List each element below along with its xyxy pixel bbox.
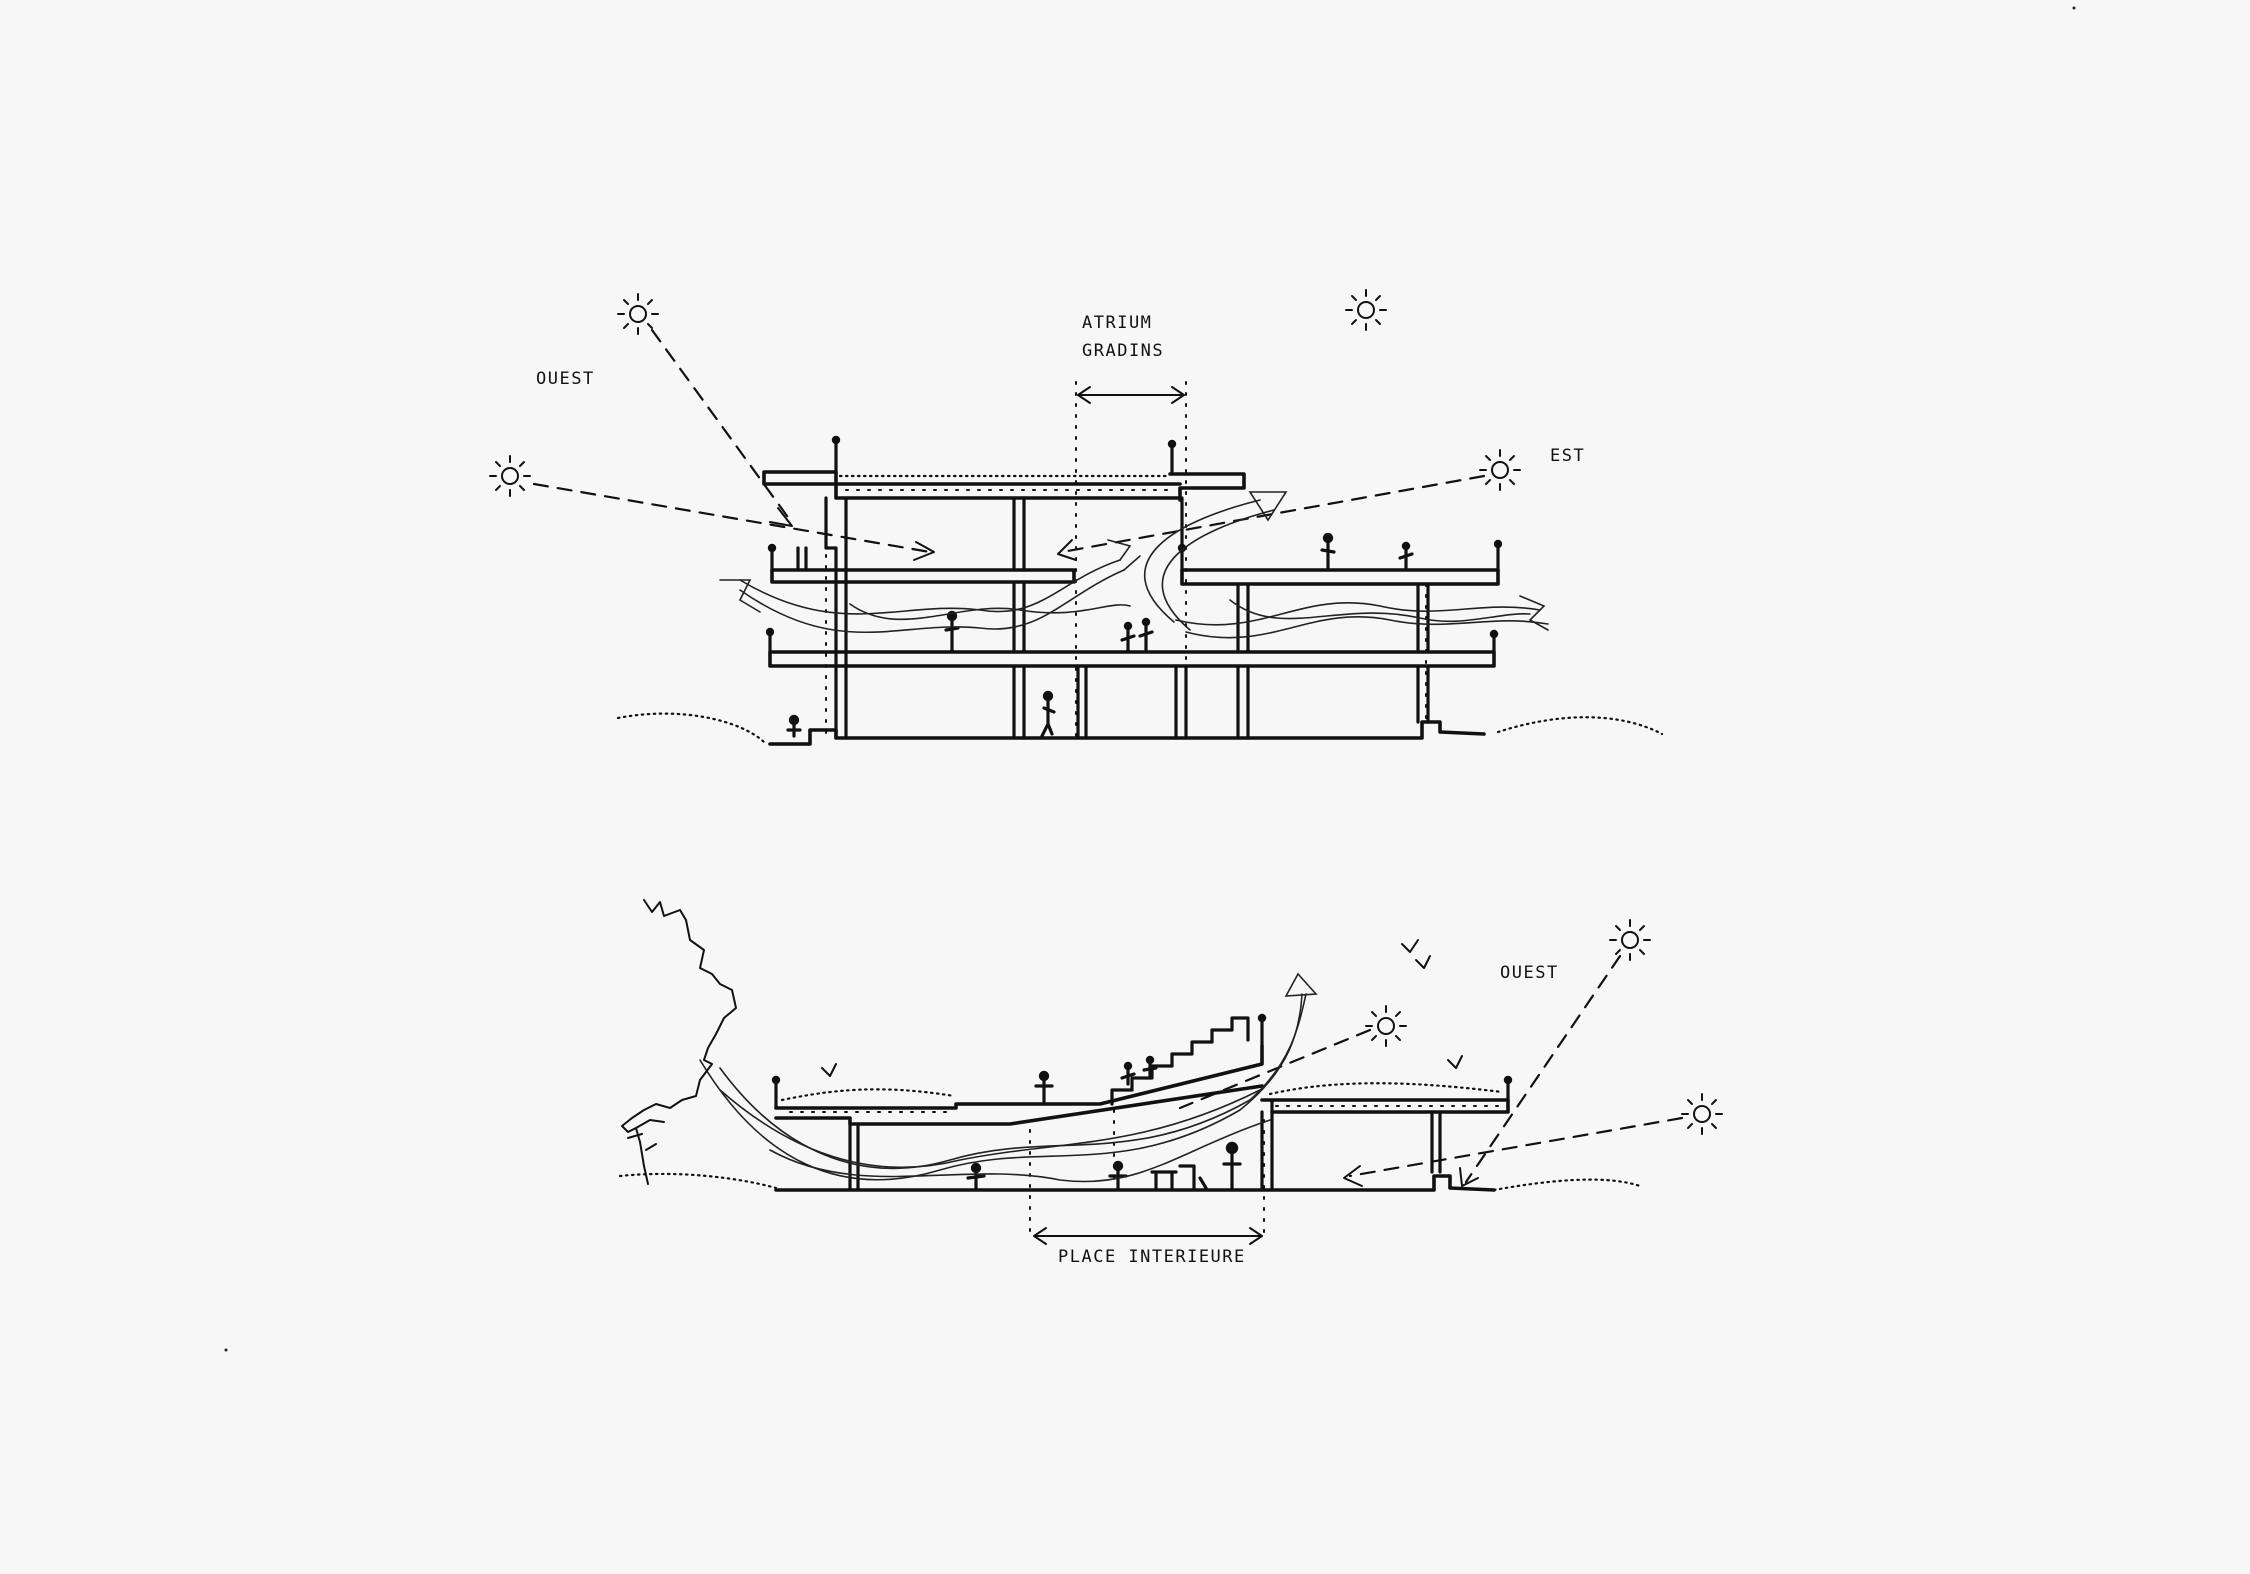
person-figure <box>1320 532 1336 570</box>
building-lower <box>771 1013 1513 1192</box>
arrow-head <box>913 541 935 561</box>
sun-icon <box>1681 1093 1723 1135</box>
bird-icon <box>1447 1055 1463 1069</box>
person-figure <box>1398 541 1414 570</box>
tree-branch <box>627 1119 665 1151</box>
sun-icon <box>1479 449 1521 491</box>
sun-icon <box>1609 919 1651 961</box>
grass-hill <box>1496 716 1664 736</box>
arrow-head <box>1459 1167 1479 1187</box>
sun-icon <box>1345 289 1387 331</box>
building-upper <box>762 435 1503 746</box>
sunray-line <box>650 328 792 522</box>
label-ouest-lower: OUEST <box>1500 963 1559 983</box>
bird-icon <box>1401 939 1419 953</box>
atrium-dimension <box>1075 381 1187 741</box>
bird-icon <box>821 1063 837 1077</box>
speck <box>2072 6 2076 10</box>
bird-icon <box>1415 955 1431 969</box>
person-figure <box>944 610 960 652</box>
label-est: EST <box>1550 446 1585 466</box>
sunray-line <box>532 482 932 554</box>
person-figure <box>1120 621 1136 652</box>
airflow-lines <box>699 972 1318 1183</box>
person-figure <box>1222 1141 1242 1190</box>
table-icon <box>1150 1164 1208 1190</box>
sun-icon <box>617 293 659 335</box>
person-figure <box>1034 1070 1054 1104</box>
person-figure <box>1138 617 1154 652</box>
lower-section: OUEST PLACE INTERIEURE <box>618 899 1723 1267</box>
label-atrium: ATRIUM <box>1082 313 1152 333</box>
upper-section: OUEST EST ATRIUM GRADINS <box>489 289 1664 746</box>
airflow-lines <box>719 491 1549 639</box>
person-figure <box>966 1162 986 1190</box>
sun-icon <box>489 455 531 497</box>
person-figure <box>786 714 802 738</box>
label-place-interieure: PLACE INTERIEURE <box>1058 1247 1246 1267</box>
label-ouest-upper: OUEST <box>536 369 595 389</box>
grass-hill <box>1492 1178 1642 1192</box>
sun-icon <box>1365 1005 1407 1047</box>
speck <box>224 1348 228 1352</box>
person-figure <box>1040 690 1056 738</box>
sunray-line <box>1348 1116 1684 1178</box>
sunray-line <box>1464 954 1622 1184</box>
place-dimension <box>1029 1119 1265 1245</box>
sunray-line <box>1060 474 1486 554</box>
person-figure <box>1108 1160 1128 1190</box>
arrow-head <box>1343 1165 1363 1187</box>
person-figure <box>1142 1055 1158 1080</box>
label-gradins: GRADINS <box>1082 341 1164 361</box>
tree-icon <box>621 899 737 1185</box>
person-figure <box>1120 1061 1136 1086</box>
grass-hill <box>618 1172 778 1190</box>
grass-hill <box>616 712 766 744</box>
arrow-head <box>1057 539 1077 561</box>
arrow-head <box>769 507 793 527</box>
